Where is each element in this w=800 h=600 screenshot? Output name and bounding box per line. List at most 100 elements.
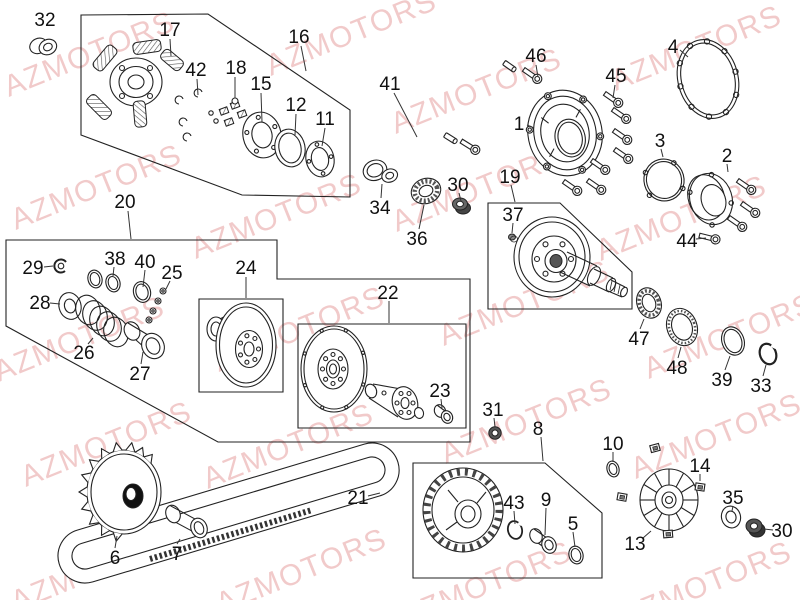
callout-label-32: 32 xyxy=(34,10,55,31)
callout-leader-9 xyxy=(544,507,547,536)
callout-label-20: 20 xyxy=(114,192,135,213)
callout-label-45: 45 xyxy=(605,66,626,87)
callout-leader-40 xyxy=(142,269,146,288)
callout-leader-25 xyxy=(165,280,171,290)
callout-label-18: 18 xyxy=(225,58,246,79)
part-35-washer xyxy=(720,505,742,529)
callout-leader-29 xyxy=(43,265,54,268)
callout-label-15: 15 xyxy=(250,74,271,95)
callout-label-1: 1 xyxy=(514,114,525,135)
callout-label-29: 29 xyxy=(22,258,43,279)
part-5-oring xyxy=(568,545,584,565)
part-9-bushing xyxy=(529,528,557,554)
part-2-bearing-cover xyxy=(687,171,734,228)
callout-label-3: 3 xyxy=(655,131,666,152)
callout-label-48: 48 xyxy=(666,358,687,379)
callout-leader-31 xyxy=(493,417,496,428)
callout-label-11: 11 xyxy=(315,109,335,130)
callout-label-44: 44 xyxy=(676,231,698,252)
callout-leader-2 xyxy=(726,163,729,173)
part-21-drive-belt xyxy=(57,442,400,584)
callout-label-23: 23 xyxy=(429,381,450,402)
callout-label-37: 37 xyxy=(502,205,523,226)
callout-label-22: 22 xyxy=(377,283,398,304)
part-13-slider-c xyxy=(662,529,674,539)
part-13-variator-fan xyxy=(639,468,699,532)
callout-label-34: 34 xyxy=(369,198,391,219)
callout-label-42: 42 xyxy=(185,60,206,81)
part-32-spacer xyxy=(29,37,58,56)
callout-label-9: 9 xyxy=(541,490,552,511)
callout-leader-30 xyxy=(763,528,774,531)
group-boxes xyxy=(5,13,633,579)
callout-label-6: 6 xyxy=(110,548,121,569)
part-11-plate xyxy=(305,140,335,178)
callout-label-25: 25 xyxy=(161,263,182,284)
callout-leader-12 xyxy=(294,113,297,136)
callout-leader-48 xyxy=(677,346,682,359)
watermark-text: AZMOTORS xyxy=(436,372,617,471)
callout-leader-28 xyxy=(49,302,61,305)
callout-label-14: 14 xyxy=(689,456,711,477)
callout-leader-34 xyxy=(380,183,383,199)
part-22-shaft xyxy=(364,383,425,420)
callout-leader-39 xyxy=(724,355,731,371)
callout-label-2: 2 xyxy=(722,146,733,167)
part-44-bolt xyxy=(697,230,722,246)
callout-label-30: 30 xyxy=(771,521,792,542)
callout-label-27: 27 xyxy=(129,364,150,385)
callout-label-41: 41 xyxy=(379,74,400,95)
part-25-rollers xyxy=(145,287,167,324)
part-19-rear-hub-shaft xyxy=(513,216,628,298)
part-3-gasket xyxy=(642,158,686,202)
callout-leader-11 xyxy=(321,127,326,147)
callout-leader-43 xyxy=(513,510,516,525)
part-43-snap-ring xyxy=(506,520,524,540)
part-42-clips xyxy=(174,88,203,142)
callout-leader-16 xyxy=(300,45,307,72)
callout-label-47: 47 xyxy=(628,329,649,350)
part-31-nut xyxy=(488,426,502,440)
callout-leader-6 xyxy=(114,535,118,549)
part-48-seal xyxy=(665,307,699,347)
part-18-rollers xyxy=(208,97,248,127)
part-14-slider xyxy=(694,482,706,492)
callout-leader-1 xyxy=(526,124,535,129)
callout-leader-8 xyxy=(540,436,544,462)
callout-label-40: 40 xyxy=(134,252,155,273)
callout-label-46: 46 xyxy=(525,46,546,67)
part-17-clutch-carrier xyxy=(86,39,184,128)
callout-leader-21 xyxy=(367,492,381,497)
part-30-nut-bottom xyxy=(745,518,766,538)
callout-label-21: 21 xyxy=(347,488,368,509)
part-23-bushing xyxy=(433,404,454,424)
callout-leader-44 xyxy=(695,237,707,240)
callout-label-36: 36 xyxy=(406,229,427,250)
callout-label-17: 17 xyxy=(159,20,180,41)
part-41-dowel xyxy=(442,132,459,145)
callout-label-43: 43 xyxy=(503,493,524,514)
group-box-22 xyxy=(297,323,467,429)
part-29-clip xyxy=(53,258,67,274)
callout-label-16: 16 xyxy=(288,27,309,48)
group-box-19 xyxy=(487,202,633,310)
part-41-bolt xyxy=(458,136,483,157)
callout-leader-4 xyxy=(679,49,689,58)
callout-leader-27 xyxy=(140,351,144,365)
part-28-washer xyxy=(58,292,82,320)
part-6-drive-face xyxy=(77,441,162,543)
callout-label-31: 31 xyxy=(482,400,503,421)
callout-leader-15 xyxy=(260,92,263,123)
part-36-bearing xyxy=(410,177,442,205)
callout-label-19: 19 xyxy=(499,167,520,188)
part-33-snap-ring xyxy=(758,342,778,366)
callout-label-5: 5 xyxy=(568,514,579,535)
part-47-bearing xyxy=(635,287,663,319)
callout-label-12: 12 xyxy=(285,95,306,116)
part-13-slider-b xyxy=(616,492,628,502)
callout-label-4: 4 xyxy=(668,37,679,58)
group-box-20 xyxy=(5,239,471,443)
part-26-spring xyxy=(75,294,129,348)
